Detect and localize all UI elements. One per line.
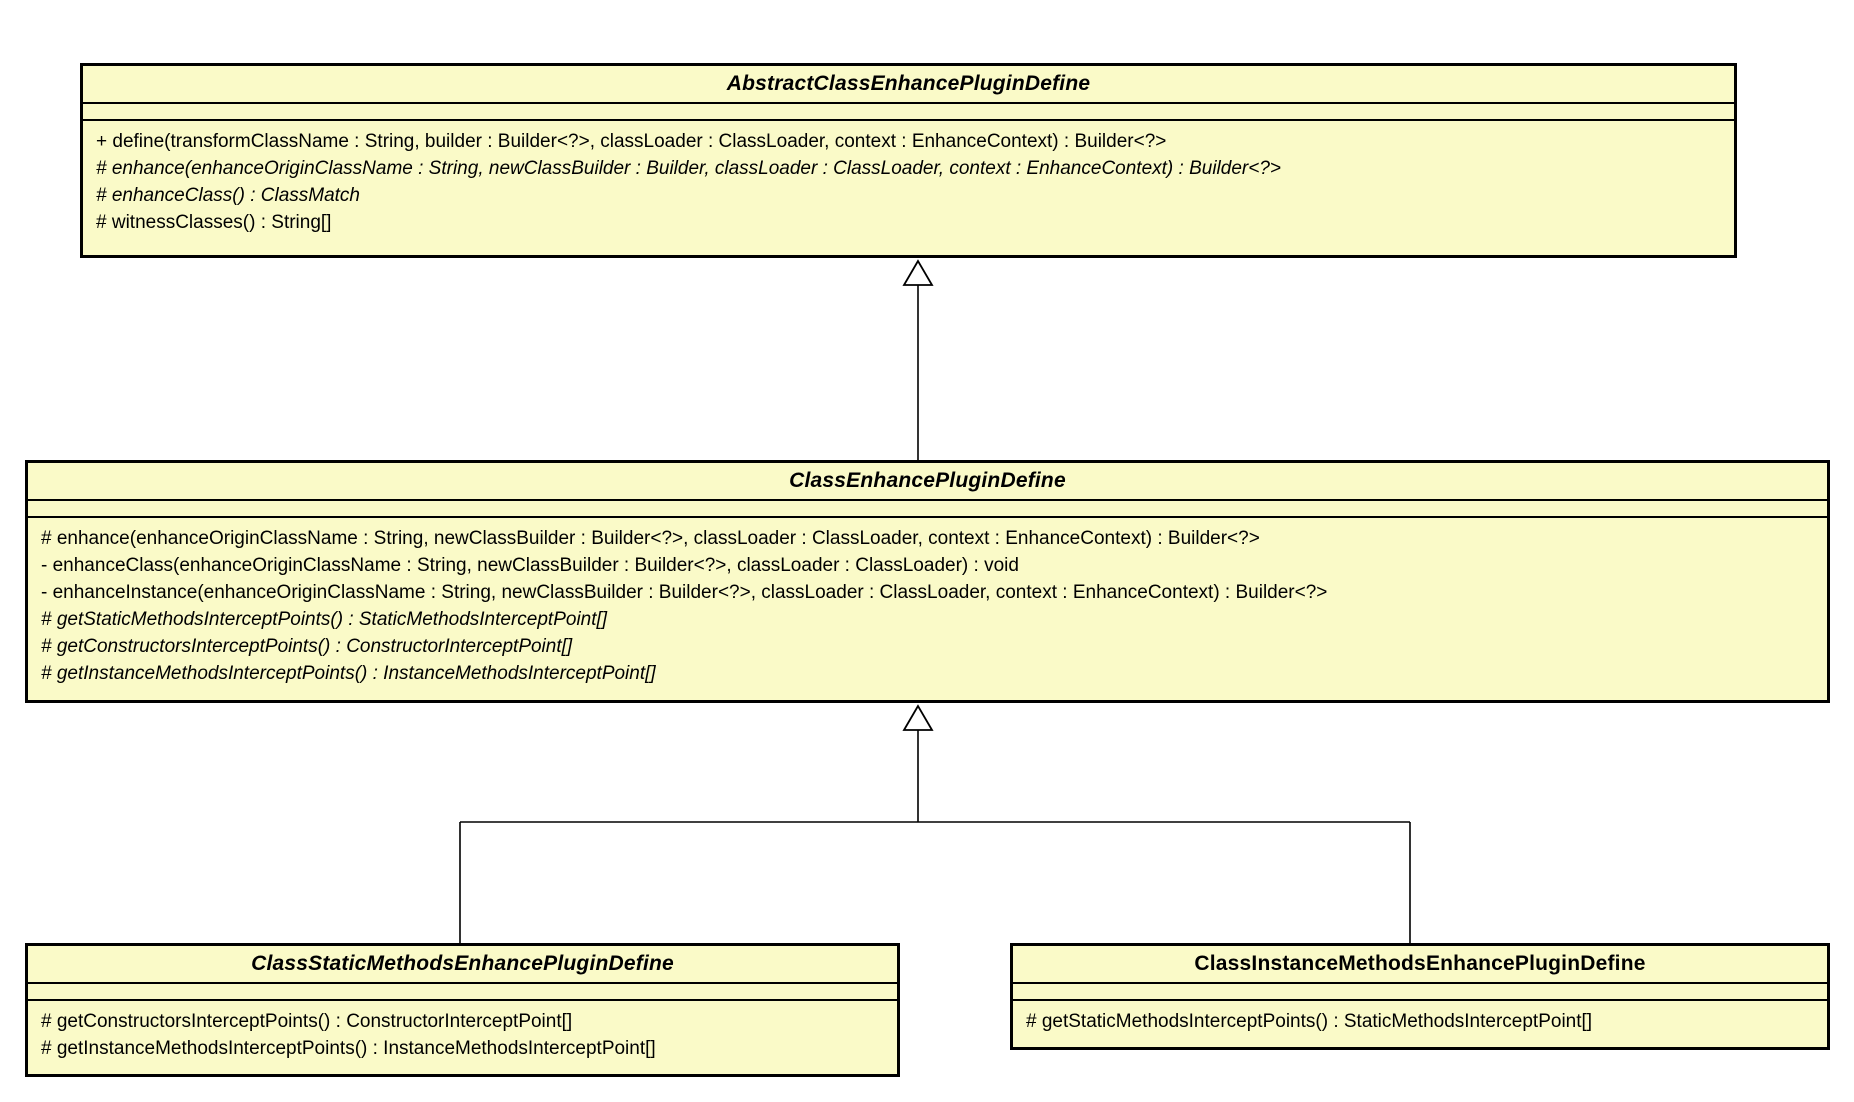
- method-define: + define(transformClassName : String, bu…: [96, 131, 1167, 152]
- method-enhance: # enhance(enhanceOriginClassName : Strin…: [41, 528, 1260, 549]
- attributes-compartment: [1013, 984, 1827, 1001]
- method-get-constructors-intercept-points: # getConstructorsInterceptPoints() : Con…: [41, 636, 573, 657]
- class-name: ClassEnhancePluginDefine: [28, 463, 1827, 501]
- class-box-class-enhance-plugin-define: ClassEnhancePluginDefine # enhance(enhan…: [25, 460, 1830, 703]
- generalization-branch-lines: [459, 730, 1411, 943]
- class-name: ClassInstanceMethodsEnhancePluginDefine: [1013, 946, 1827, 984]
- method-enhance-class: # enhanceClass() : ClassMatch: [96, 185, 360, 206]
- attributes-compartment: [28, 501, 1827, 518]
- method-get-static-methods-intercept-points: # getStaticMethodsInterceptPoints() : St…: [1026, 1011, 1593, 1032]
- method-get-constructors-intercept-points: # getConstructorsInterceptPoints() : Con…: [41, 1011, 573, 1032]
- attributes-compartment: [83, 104, 1734, 121]
- class-box-class-instance-methods-enhance-plugin-define: ClassInstanceMethodsEnhancePluginDefine …: [1010, 943, 1830, 1050]
- generalization-arrow-icon: [902, 259, 934, 286]
- attributes-compartment: [28, 984, 897, 1001]
- operations-compartment: # getConstructorsInterceptPoints() : Con…: [28, 1001, 897, 1074]
- method-get-instance-methods-intercept-points: # getInstanceMethodsInterceptPoints() : …: [41, 1038, 656, 1059]
- operations-compartment: # enhance(enhanceOriginClassName : Strin…: [28, 518, 1827, 700]
- method-witness-classes: # witnessClasses() : String[]: [96, 212, 332, 233]
- operations-compartment: # getStaticMethodsInterceptPoints() : St…: [1013, 1001, 1827, 1047]
- method-enhance-class: - enhanceClass(enhanceOriginClassName : …: [41, 555, 1019, 576]
- class-box-class-static-methods-enhance-plugin-define: ClassStaticMethodsEnhancePluginDefine # …: [25, 943, 900, 1077]
- method-get-instance-methods-intercept-points: # getInstanceMethodsInterceptPoints() : …: [41, 663, 656, 684]
- class-name: AbstractClassEnhancePluginDefine: [83, 66, 1734, 104]
- method-enhance: # enhance(enhanceOriginClassName : Strin…: [96, 158, 1281, 179]
- generalization-arrow-icon: [902, 704, 934, 731]
- method-enhance-instance: - enhanceInstance(enhanceOriginClassName…: [41, 582, 1328, 603]
- operations-compartment: + define(transformClassName : String, bu…: [83, 121, 1734, 255]
- method-get-static-methods-intercept-points: # getStaticMethodsInterceptPoints() : St…: [41, 609, 608, 630]
- class-name: ClassStaticMethodsEnhancePluginDefine: [28, 946, 897, 984]
- class-box-abstract-class-enhance-plugin-define: AbstractClassEnhancePluginDefine + defin…: [80, 63, 1737, 258]
